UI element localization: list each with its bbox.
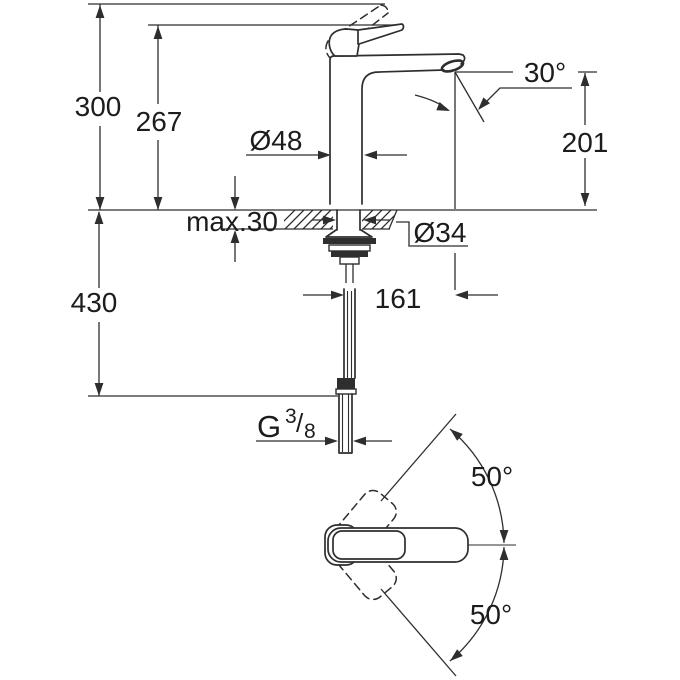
dimension-lines	[94, 4, 590, 446]
swivel-arc-lower	[449, 546, 505, 662]
faucet-body-inner	[361, 69, 445, 205]
handle-dashed-lower	[331, 531, 398, 601]
aerator-angle-line	[454, 71, 485, 123]
label-thread-size: G 3 / 8	[257, 405, 316, 444]
swivel-arc-upper	[449, 428, 505, 544]
thread-numerator: 3	[285, 405, 297, 428]
label-aerator-angle: 30°	[524, 57, 566, 88]
thread-g: G	[257, 409, 281, 444]
label-overall-height: 300	[75, 91, 122, 122]
reference-lines	[88, 3, 597, 397]
label-swivel-lower: 50°	[470, 599, 512, 630]
label-hole-diameter: Ø34	[414, 217, 467, 248]
label-max-thickness: max.30	[186, 206, 278, 237]
handle-lever	[327, 527, 469, 563]
label-spout-projection: 161	[375, 283, 422, 314]
swivel-line-lower	[380, 588, 457, 677]
label-swivel-upper: 50°	[471, 461, 513, 492]
handle-lever-inner	[332, 530, 406, 560]
faucet-side-view	[323, 4, 485, 454]
thread-denominator: 8	[304, 420, 316, 443]
faucet-body-outline	[329, 53, 466, 205]
dimension-labels: 300 267 430 Ø48 30° 201 max.30 Ø34 161 5…	[71, 57, 609, 630]
handle-top-view	[324, 413, 516, 677]
label-handle-height: 267	[136, 106, 183, 137]
label-below-deck-length: 430	[71, 287, 118, 318]
swivel-line-upper	[380, 413, 457, 502]
label-body-diameter: Ø48	[250, 125, 303, 156]
handle-side-view	[328, 23, 405, 57]
deck-hatching	[284, 209, 398, 230]
under-deck-fittings	[323, 209, 376, 454]
label-spout-height: 201	[562, 127, 609, 158]
thread-slash: /	[296, 408, 304, 438]
aerator	[440, 59, 465, 73]
